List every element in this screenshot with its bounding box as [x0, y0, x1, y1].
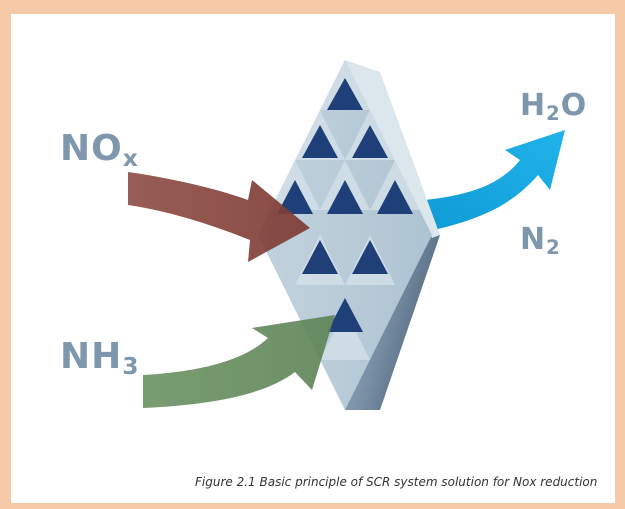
nh3-sub: 3	[122, 351, 140, 380]
nox-main: NO	[60, 128, 123, 169]
n2-label: N2	[520, 222, 561, 259]
catalyst-triangle	[327, 180, 363, 214]
catalyst-side-edge	[345, 60, 440, 238]
output-arrow	[425, 130, 565, 232]
catalyst-triangle	[327, 298, 363, 332]
h2o-tail: O	[560, 88, 588, 123]
h2o-main: H	[520, 88, 547, 123]
nox-arrow	[128, 172, 310, 262]
nh3-arrow	[143, 315, 335, 408]
catalyst-triangle	[327, 78, 363, 110]
nox-sub: x	[122, 143, 139, 172]
catalyst-triangle	[377, 180, 413, 214]
catalyst-triangle	[277, 180, 313, 214]
figure-caption: Figure 2.1 Basic principle of SCR system…	[195, 475, 598, 489]
catalyst-triangle	[352, 240, 388, 274]
nox-label: NOx	[60, 128, 139, 172]
h2o-label: H2O	[520, 88, 587, 125]
catalyst-triangles	[277, 78, 413, 332]
h2o-sub: 2	[546, 101, 561, 125]
catalyst-triangle	[302, 240, 338, 274]
catalyst-triangle	[352, 125, 388, 158]
catalyst-triangle	[302, 125, 338, 158]
n2-sub: 2	[546, 235, 561, 259]
nh3-label: NH3	[60, 336, 140, 380]
nh3-main: NH	[60, 336, 123, 377]
n2-main: N	[520, 222, 547, 257]
